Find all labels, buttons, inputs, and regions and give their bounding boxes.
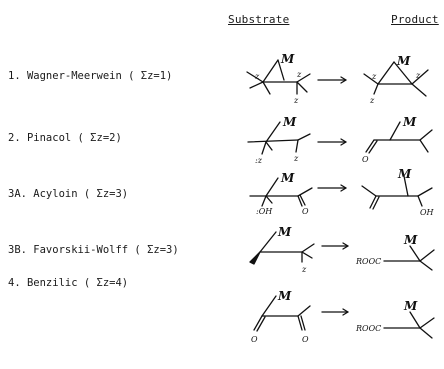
migrating-group-label: M	[397, 167, 412, 181]
migrating-group-label: M	[396, 54, 411, 68]
row-label-wagner-meerwein: 1. Wagner-Meerwein ( Σz=1)	[8, 70, 173, 82]
substrate-structure: M :z z	[247, 115, 311, 165]
substrate-structure: M O O	[251, 289, 311, 344]
substrate-structure: M :OH O	[249, 171, 313, 216]
reaction-arrow	[317, 184, 347, 192]
carbonyl-oxygen-label: O	[302, 335, 309, 344]
carbonyl-oxygen-label: O	[251, 335, 258, 344]
substrate-structure: M z	[249, 225, 315, 274]
scheme-favorskii-wolff: M z ROOC M	[249, 225, 435, 274]
substituent-z-label: z	[301, 265, 307, 274]
product-structure: M O	[362, 115, 433, 164]
substituent-z-label: z	[293, 154, 299, 163]
substituent-z-label: z	[293, 96, 299, 105]
migrating-group-label: M	[280, 171, 295, 185]
reaction-arrow	[317, 138, 347, 146]
substrate-structure: M z z z	[246, 52, 311, 105]
row-label-benzilic: 4. Benzilic ( Σz=4)	[8, 277, 129, 289]
product-header: Product	[391, 13, 439, 26]
substituent-colon-z-label: :z	[255, 156, 263, 165]
product-structure: ROOC M	[355, 299, 435, 339]
row-label-pinacol: 2. Pinacol ( Σz=2)	[8, 132, 122, 144]
migrating-group-label: M	[403, 233, 418, 247]
scheme-pinacol: M :z z M O	[247, 115, 433, 165]
substituent-colon-oh-label: :OH	[256, 207, 273, 216]
ester-group-label: ROOC	[355, 324, 381, 333]
ester-group-label: ROOC	[355, 257, 381, 266]
scheme-benzilic: M O O ROOC M	[251, 289, 435, 344]
scheme-wagner-meerwein: M z z z M z z z	[246, 52, 429, 105]
migrating-group-label: M	[402, 115, 417, 129]
migrating-group-label: M	[277, 225, 292, 239]
substituent-z-label: z	[415, 71, 421, 80]
hydroxyl-label: OH	[420, 208, 435, 217]
migrating-group-label: M	[403, 299, 418, 313]
row-label-favorskii-wolff: 3B. Favorskii-Wolff ( Σz=3)	[8, 244, 179, 256]
substituent-z-label: z	[371, 72, 377, 81]
reaction-arrow	[321, 242, 349, 250]
product-structure: M z z z	[363, 54, 429, 105]
substrate-header: Substrate	[228, 13, 290, 26]
substituent-z-label: z	[369, 96, 375, 105]
migrating-group-label: M	[282, 115, 297, 129]
reaction-arrow	[321, 308, 349, 316]
migrating-group-label: M	[280, 52, 295, 66]
carbonyl-oxygen-label: O	[302, 207, 309, 216]
product-structure: ROOC M	[355, 233, 435, 271]
migrating-group-label: M	[277, 289, 292, 303]
product-structure: M OH	[361, 167, 435, 217]
reaction-arrow	[317, 76, 347, 84]
row-label-acyloin: 3A. Acyloin ( Σz=3)	[8, 188, 129, 200]
carbonyl-oxygen-label: O	[362, 155, 369, 164]
substituent-z-label: z	[296, 70, 302, 79]
substituent-z-label: z	[254, 72, 260, 81]
scheme-acyloin: M :OH O M OH	[249, 167, 435, 217]
